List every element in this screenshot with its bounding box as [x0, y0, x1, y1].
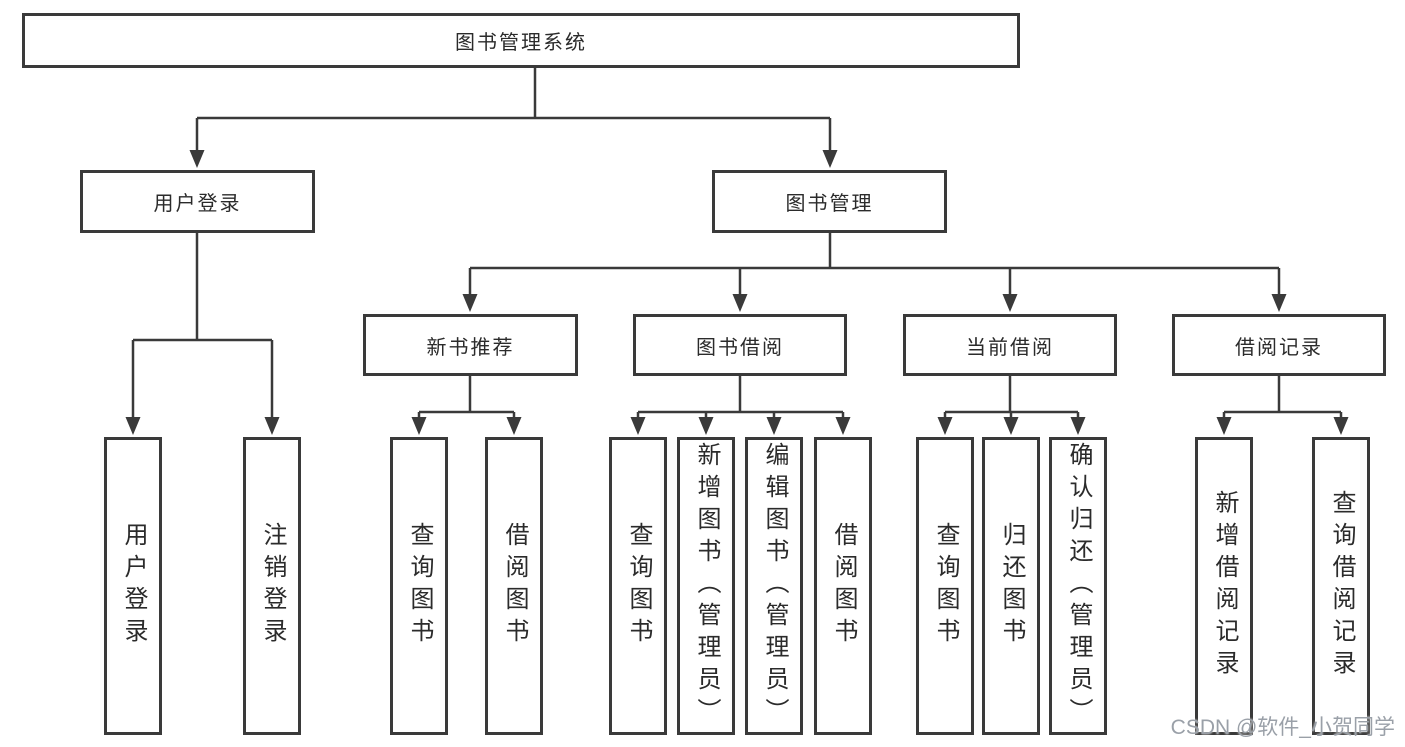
leaf-borrow-books-recommend: 借阅图书	[485, 437, 543, 735]
leaf-logout: 注销登录	[243, 437, 301, 735]
leaf-label: 查询借阅记录	[1328, 490, 1355, 682]
leaf-label: 查询图书	[932, 522, 959, 650]
node-current-borrowing: 当前借阅	[903, 314, 1117, 376]
leaf-label: 注销登录	[259, 522, 286, 650]
leaf-query-books-borrowing: 查询图书	[609, 437, 667, 735]
leaf-query-books-recommend: 查询图书	[390, 437, 448, 735]
node-borrowing-records: 借阅记录	[1172, 314, 1386, 376]
leaf-user-login: 用户登录	[104, 437, 162, 735]
node-user-login: 用户登录	[80, 170, 315, 233]
leaf-borrow-books-borrowing: 借阅图书	[814, 437, 872, 735]
leaf-label: 新增图书（管理员）	[693, 442, 720, 730]
leaf-return-books: 归还图书	[982, 437, 1040, 735]
leaf-label: 编辑图书（管理员）	[761, 442, 788, 730]
node-root: 图书管理系统	[22, 13, 1020, 68]
leaf-add-books-admin: 新增图书（管理员）	[677, 437, 735, 735]
leaf-query-books-current: 查询图书	[916, 437, 974, 735]
leaf-label: 确认归还（管理员）	[1065, 442, 1092, 730]
node-new-book-recommend: 新书推荐	[363, 314, 578, 376]
node-book-management: 图书管理	[712, 170, 947, 233]
leaf-query-borrow-record: 查询借阅记录	[1312, 437, 1370, 735]
leaf-confirm-return-admin: 确认归还（管理员）	[1049, 437, 1107, 735]
leaf-label: 查询图书	[625, 522, 652, 650]
leaf-label: 借阅图书	[830, 522, 857, 650]
leaf-add-borrow-record: 新增借阅记录	[1195, 437, 1253, 735]
leaf-edit-books-admin: 编辑图书（管理员）	[745, 437, 803, 735]
leaf-label: 查询图书	[406, 522, 433, 650]
leaf-label: 归还图书	[998, 522, 1025, 650]
leaf-label: 新增借阅记录	[1211, 490, 1238, 682]
leaf-label: 用户登录	[120, 522, 147, 650]
leaf-label: 借阅图书	[501, 522, 528, 650]
node-book-borrowing: 图书借阅	[633, 314, 847, 376]
csdn-watermark: CSDN @软件_小贺同学	[1170, 716, 1395, 739]
